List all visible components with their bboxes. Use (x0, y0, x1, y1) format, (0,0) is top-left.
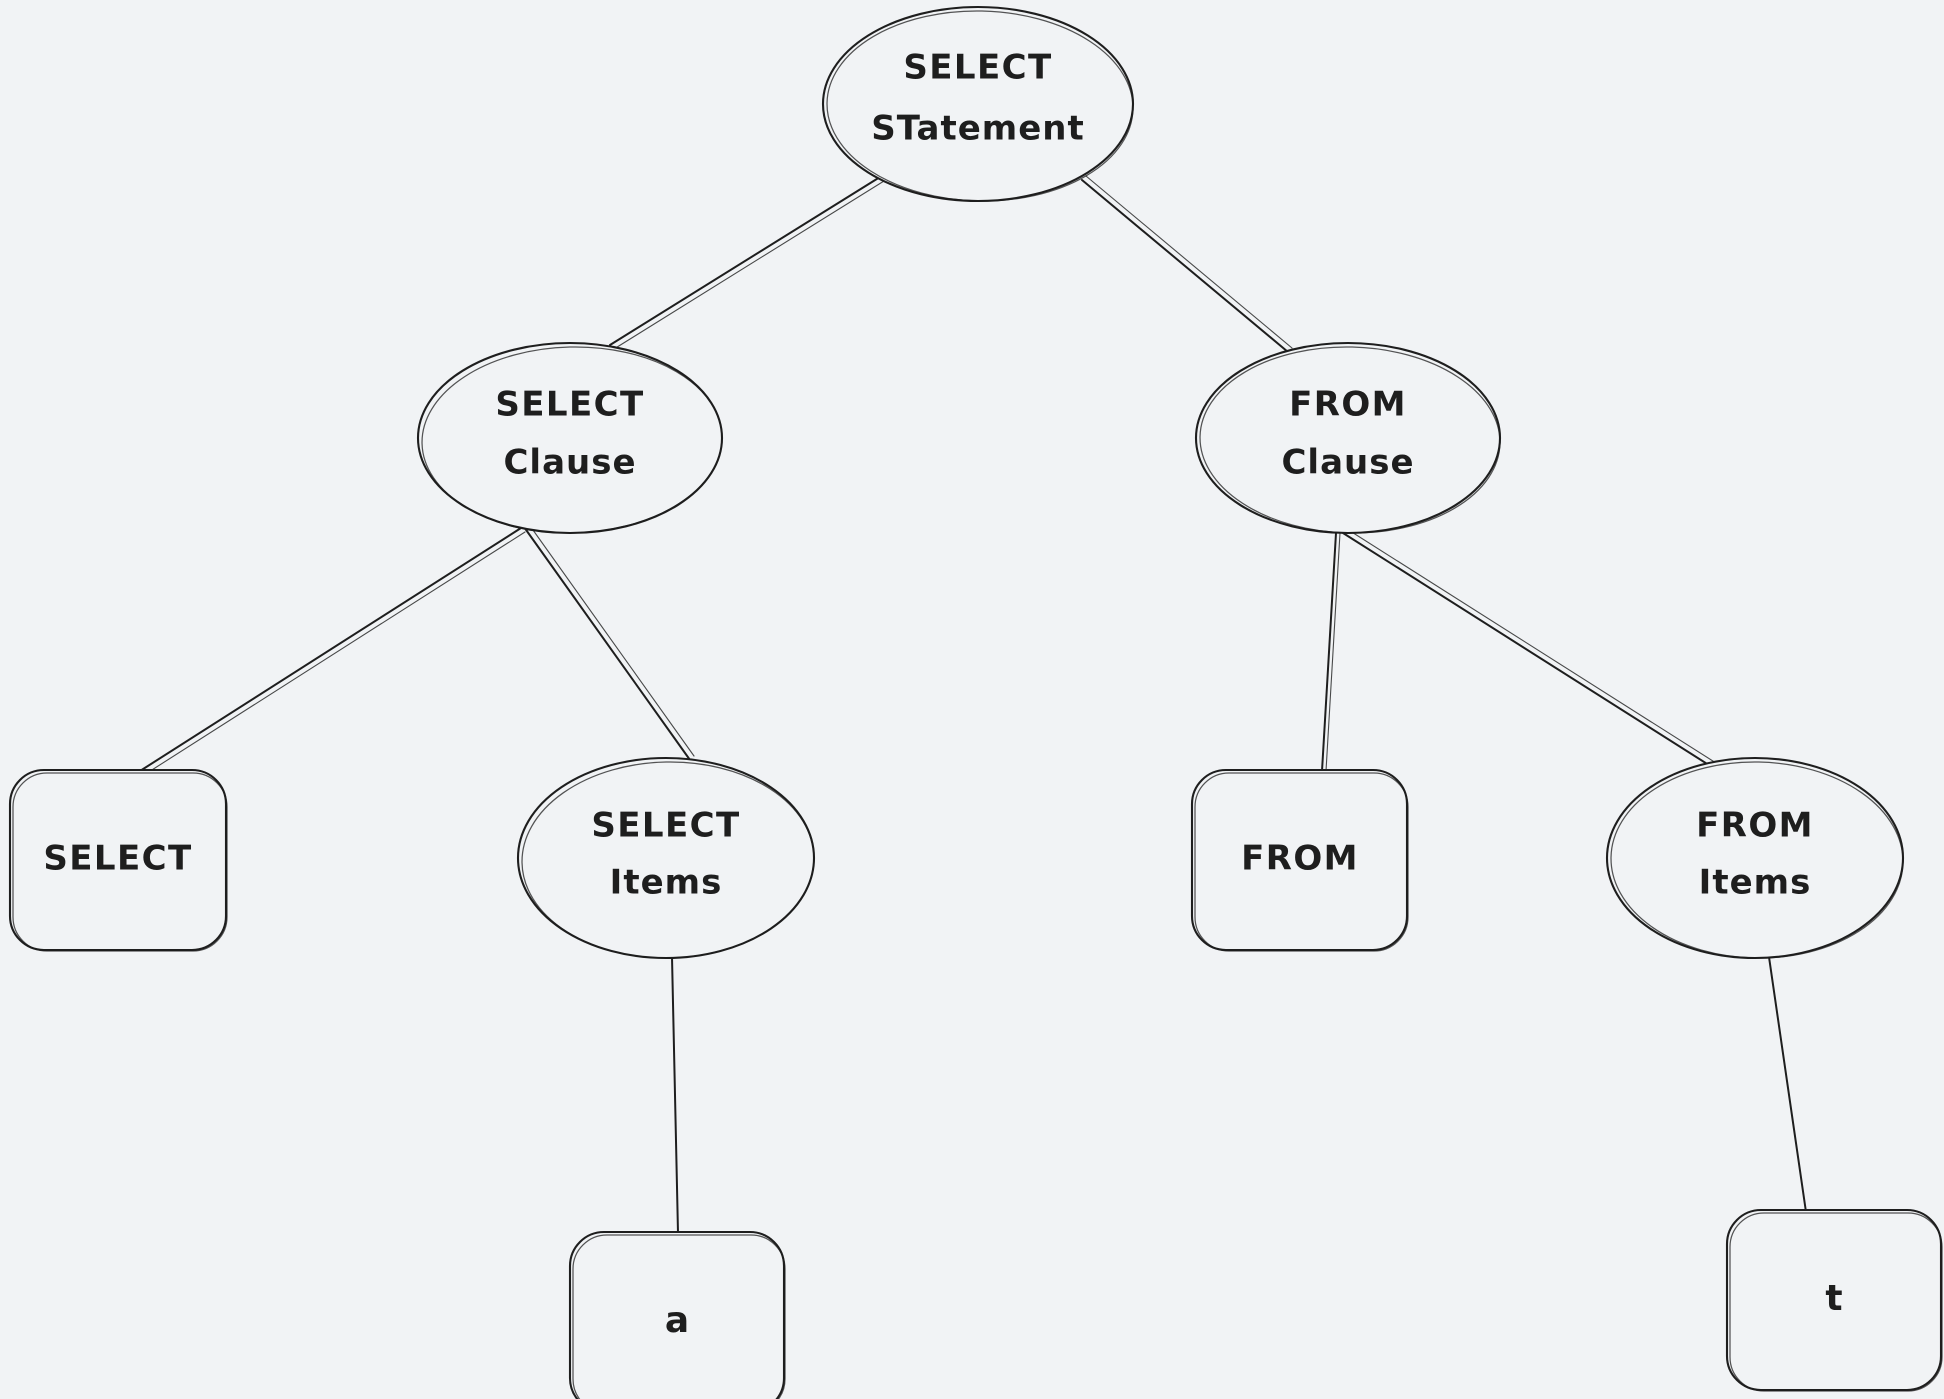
edge-from-clause-from-items[interactable] (1342, 528, 1717, 768)
node-select-clause[interactable]: SELECT Clause (418, 343, 724, 537)
node-select-statement[interactable]: SELECT STatement (823, 7, 1135, 204)
edge-select-items-a[interactable] (671, 956, 679, 1234)
node-select-statement-line1: SELECT (903, 48, 1052, 88)
node-select-items-line2: Items (610, 863, 723, 903)
node-from-terminal-label: FROM (1241, 839, 1359, 879)
node-select-items[interactable]: SELECT Items (518, 758, 816, 961)
node-from-items[interactable]: FROM Items (1607, 758, 1905, 961)
edge-from-clause-from-terminal[interactable] (1321, 532, 1341, 772)
node-leaf-t-label: t (1825, 1278, 1842, 1319)
node-from-clause[interactable]: FROM Clause (1196, 343, 1502, 537)
node-select-statement-line2: STatement (871, 109, 1085, 149)
node-select-clause-line2: Clause (503, 443, 636, 483)
edge-from-items-t[interactable] (1768, 956, 1807, 1213)
node-leaf-t[interactable]: t (1727, 1210, 1943, 1392)
nodes-layer: SELECT STatement SELECT Clause FROM Clau… (10, 7, 1943, 1399)
node-from-items-line1: FROM (1696, 806, 1814, 846)
edges-layer (139, 175, 1807, 1234)
node-select-terminal-label: SELECT (43, 839, 192, 879)
node-select-terminal[interactable]: SELECT (10, 770, 228, 952)
node-from-terminal[interactable]: FROM (1192, 770, 1409, 952)
node-from-items-line2: Items (1699, 863, 1812, 903)
node-from-clause-line1: FROM (1289, 385, 1407, 425)
node-select-clause-line1: SELECT (495, 385, 644, 425)
edge-select-clause-select-items[interactable] (523, 522, 695, 761)
edge-root-from-clause[interactable] (1081, 175, 1293, 353)
node-select-items-line1: SELECT (591, 806, 740, 846)
edge-select-clause-select-terminal[interactable] (139, 527, 526, 776)
node-leaf-a-label: a (665, 1300, 689, 1341)
node-from-clause-line2: Clause (1281, 443, 1414, 483)
node-leaf-a[interactable]: a (570, 1232, 786, 1399)
edge-root-select-clause[interactable] (609, 176, 885, 350)
